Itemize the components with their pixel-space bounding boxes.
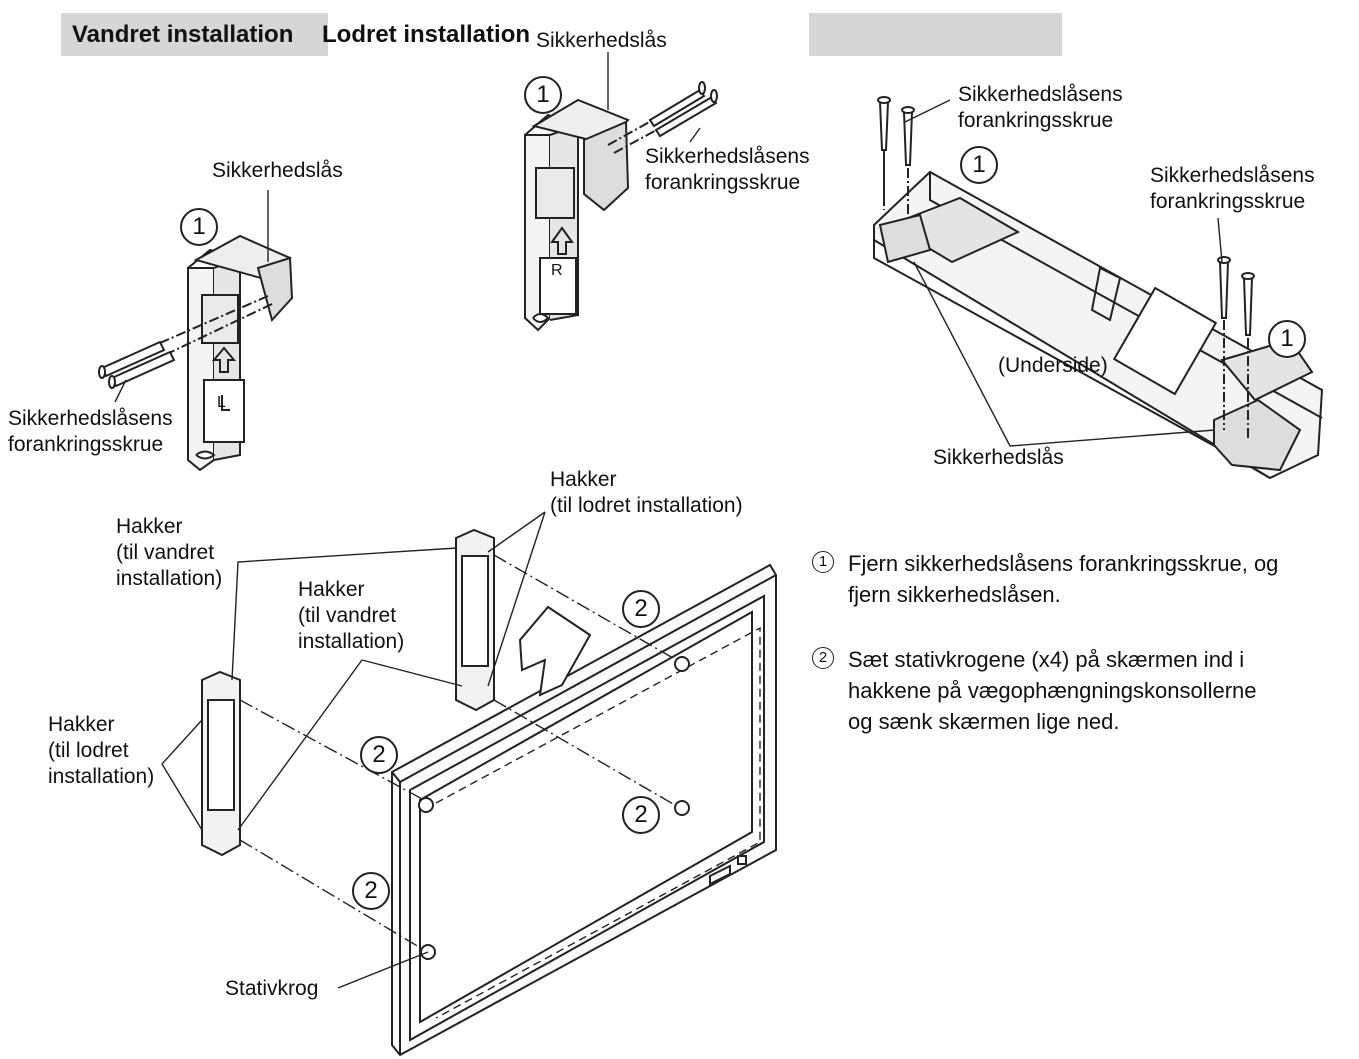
marker-2-mid-left: 2 [360, 736, 398, 774]
marker-2-bottom-left: 2 [352, 872, 390, 910]
label-anchor-screw-right-bracket: Sikkerhedslåsens forankringsskrue [645, 145, 810, 194]
screws-horizontal [877, 96, 1255, 440]
label-notches-horizontal-mid: Hakker (til vandret installation) [298, 578, 405, 653]
marker-1-right-bracket: 1 [524, 76, 562, 114]
label-security-lock-horizontal: Sikkerhedslås [933, 446, 1064, 469]
header-bar-left [61, 13, 328, 56]
lower-bracket-right [455, 528, 495, 712]
header-title-horizontal: Vandret installation [72, 21, 294, 48]
label-stand-hook: Stativkrog [225, 977, 319, 1000]
step-number-2: 2 [812, 647, 834, 669]
marker-1-horizontal-left: 1 [960, 146, 998, 184]
marker-2-top-right: 2 [622, 590, 660, 628]
lift-arrow [518, 605, 592, 697]
label-anchor-screw-horizontal-right: Sikkerhedslåsens forankringsskrue [1150, 164, 1315, 213]
marker-2-mid-right: 2 [622, 796, 660, 834]
screws-right [607, 81, 718, 154]
label-anchor-screw-horizontal-top: Sikkerhedslåsens forankringsskrue [958, 83, 1123, 132]
label-notches-vertical-top: Hakker (til lodret installation) [550, 468, 743, 517]
step-text-2: Sæt stativkrogene (x4) på skærmen ind i … [848, 647, 1257, 734]
step-number-1: 1 [812, 551, 834, 573]
label-security-lock-left: Sikkerhedslås [212, 159, 343, 182]
marker-1-horizontal-right: 1 [1268, 320, 1306, 358]
instruction-step-2: 2 Sæt stativkrogene (x4) på skærmen ind … [812, 644, 1358, 744]
label-anchor-screw-left: Sikkerhedslåsens forankringsskrue [8, 407, 173, 456]
horizontal-bracket-illustration [873, 170, 1324, 480]
bracket-right-illustration [524, 98, 630, 332]
header-bar-right [809, 13, 1062, 56]
bracket-left-illustration [187, 234, 294, 472]
lower-bracket-left [201, 670, 241, 857]
label-notches-vertical-left: Hakker (til lodret installation) [48, 713, 155, 788]
screws-left [98, 295, 273, 389]
monitor-illustration [391, 563, 777, 1057]
label-security-lock-top: Sikkerhedslås [536, 29, 667, 52]
bracket-letter-r: R [551, 262, 563, 279]
bracket-letter-l: L [217, 394, 226, 411]
label-underside: (Underside) [998, 354, 1108, 377]
header-title-vertical: Lodret installation [322, 21, 531, 48]
label-notches-horizontal-left: Hakker (til vandret installation) [116, 515, 223, 590]
marker-1-left-bracket: 1 [180, 208, 218, 246]
step-text-1: Fjern sikkerhedslåsens forankringsskrue,… [848, 551, 1279, 607]
instruction-step-1: 1 Fjern sikkerhedslåsens forankringsskru… [812, 548, 1358, 614]
